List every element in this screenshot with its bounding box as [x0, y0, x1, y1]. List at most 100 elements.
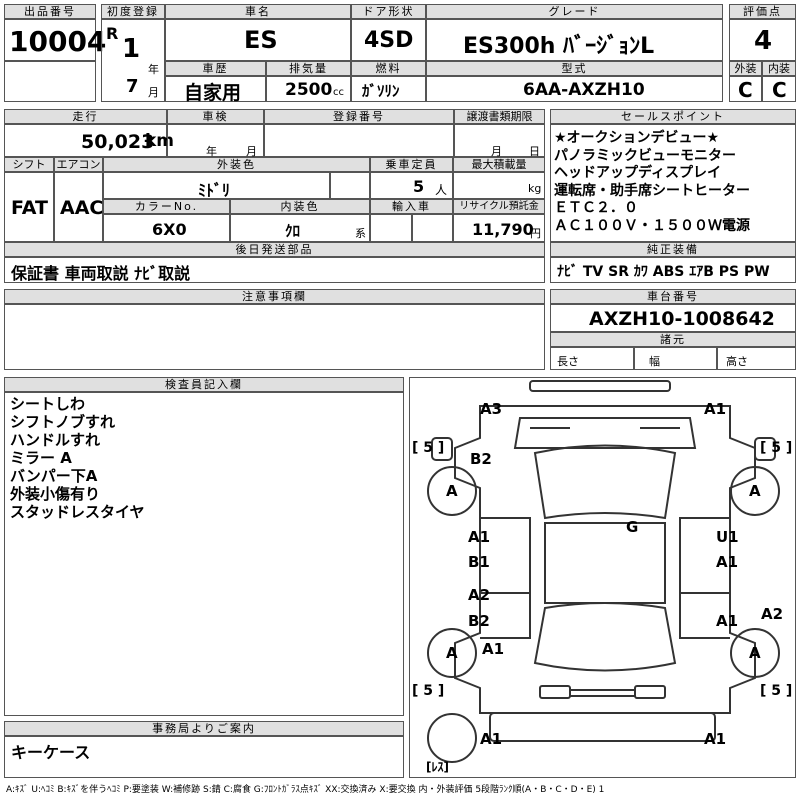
inspector-note-4: ミラー A: [10, 449, 72, 467]
mileage-cell: 50,023 km: [4, 124, 174, 157]
displacement-label: 排気量: [266, 61, 351, 76]
load-cell: kg: [453, 172, 545, 199]
color-label: 外装色: [103, 157, 370, 172]
lot-number-cell: 10004: [4, 19, 106, 61]
inspector-notes: シートしわ シフトノブすれ ハンドルすれ ミラー A バンパー下A 外装小傷有り…: [4, 392, 404, 716]
int-score-cell: C: [762, 76, 796, 102]
shift: FAT: [11, 197, 48, 219]
office-label: 事務局よりご案内: [4, 721, 404, 736]
spec-length-cell: 長さ: [550, 347, 634, 370]
later-docs-label: 後日発送部品: [4, 242, 545, 257]
sales-point-3: ヘッドアップディスプレイ: [554, 165, 722, 181]
load-unit: kg: [528, 182, 542, 195]
spec-height-cell: 高さ: [717, 347, 796, 370]
mark-a2-left: A2: [468, 586, 491, 604]
mark-tire-rr: A: [749, 644, 761, 662]
mark-a1-rear-left: A1: [480, 730, 503, 748]
inspector-note-2: シフトノブすれ: [10, 413, 116, 431]
grade: ES300h ﾊﾞｰｼﾞｮﾝL: [463, 34, 655, 59]
int-score: C: [772, 78, 787, 102]
model-label: 型式: [426, 61, 723, 76]
equipment-cell: ﾅﾋﾞ TV SR ｶﾜ ABS ｴｱB PS PW: [550, 257, 796, 283]
ac-label: エアコン: [54, 157, 103, 172]
reg-month: 7: [126, 76, 139, 97]
score-label: 評価点: [729, 4, 796, 19]
history: 自家用: [184, 82, 242, 104]
color-cell: ﾐﾄﾞﾘ: [103, 172, 330, 200]
mark-tire-fr: A: [749, 482, 761, 500]
recycle-label: リサイクル預託金: [453, 199, 545, 214]
int-color-unit: 系: [355, 227, 366, 240]
tr-day-unit: 日: [529, 145, 540, 158]
mileage-label: 走行: [4, 109, 167, 124]
mark-u1-right: U1: [716, 528, 739, 546]
mark-five-br: [ 5 ]: [760, 683, 793, 699]
door-label: ドア形状: [351, 4, 426, 19]
import-label: 輸入車: [370, 199, 453, 214]
mark-five-tl: [ 5 ]: [412, 440, 445, 456]
cc-unit: cc: [333, 87, 344, 98]
office-note: キーケース: [11, 743, 91, 762]
mark-a2-right: A2: [761, 605, 784, 623]
mark-b2-front: B2: [470, 450, 492, 468]
sales-point-4: 運転席・助手席シートヒーター: [554, 182, 750, 199]
inspector-note-3: ハンドルすれ: [10, 431, 101, 449]
capacity-label: 乗車定員: [370, 157, 453, 172]
capacity-unit: 人: [435, 183, 448, 197]
load-label: 最大積載量: [453, 157, 545, 172]
name-label: 車名: [165, 4, 351, 19]
car-diagram: A3 A1 [ 5 ] [ 5 ] B2 A A G A1 U1 B1 A1 A…: [409, 377, 796, 778]
km-unit: km: [145, 131, 175, 151]
mark-b2-left: B2: [468, 612, 490, 630]
aircon: AAC: [60, 197, 104, 219]
chassis-label: 車台番号: [550, 289, 796, 304]
spec-width: 幅: [649, 355, 660, 368]
import-cell-2: [412, 214, 453, 242]
mileage: 50,023: [81, 131, 155, 153]
sales-points-label: セールスポイント: [550, 109, 796, 124]
fuel: ｶﾞｿﾘﾝ: [362, 82, 400, 100]
inspector-note-7: スタッドレスタイヤ: [10, 503, 145, 521]
mark-a1-left-2: A1: [482, 640, 505, 658]
history-cell: 自家用: [165, 76, 266, 104]
score: 4: [754, 26, 773, 56]
office-cell: キーケース: [4, 736, 404, 778]
history-label: 車歴: [165, 61, 266, 76]
mark-a1-front-right: A1: [704, 400, 727, 418]
notes-cell: [4, 304, 545, 370]
reg-no-cell: [264, 124, 454, 157]
mark-five-tr: [ 5 ]: [760, 440, 793, 456]
mark-tire-fl: A: [446, 482, 458, 500]
ext-score-cell: C: [729, 76, 762, 102]
sales-point-1: ★オークションデビュー★: [554, 130, 720, 146]
color-no-label: カラーNo.: [103, 199, 230, 214]
grade-label: グレード: [426, 4, 723, 19]
ext-score-label: 外装: [729, 61, 762, 76]
recycle-cell: 11,790 円: [453, 214, 545, 242]
mark-a1-left-1: A1: [468, 528, 491, 546]
legend: A:ｷｽﾞ U:ﾍｺﾐ B:ｷｽﾞを伴うﾍｺﾐ P:要塗装 W:補修跡 S:錆 …: [6, 785, 605, 795]
sales-point-2: パノラミックビューモニター: [554, 147, 736, 164]
inspector-note-5: バンパー下A: [10, 467, 98, 485]
lot-number: 10004: [9, 25, 107, 58]
mark-b1-left: B1: [468, 553, 490, 571]
inspector-note-1: シートしわ: [10, 395, 86, 413]
specs-label: 諸元: [550, 332, 796, 347]
color-no: 6X0: [152, 220, 187, 239]
int-color-label: 内装色: [230, 199, 370, 214]
year-unit: 年: [148, 63, 159, 76]
era: R: [106, 24, 119, 43]
sales-point-6: ＡＣ１００Ｖ・１５００Ｗ電源: [554, 217, 750, 234]
mark-a3: A3: [480, 400, 503, 418]
mark-a1-rear-right: A1: [704, 730, 727, 748]
yen-unit: 円: [530, 227, 541, 240]
spec-height: 高さ: [726, 355, 748, 368]
int-color-cell: ｸﾛ 系: [230, 214, 370, 242]
mark-a1-right-1: A1: [716, 553, 739, 571]
model-cell: 6AA-AXZH10: [426, 76, 723, 102]
mark-tire-rl: A: [446, 644, 458, 662]
int-score-label: 内装: [762, 61, 796, 76]
mark-spare: [ﾚｽ]: [426, 760, 449, 774]
shift-cell: FAT: [4, 172, 54, 242]
first-reg-cell: R 1 年 7 月: [101, 19, 165, 102]
